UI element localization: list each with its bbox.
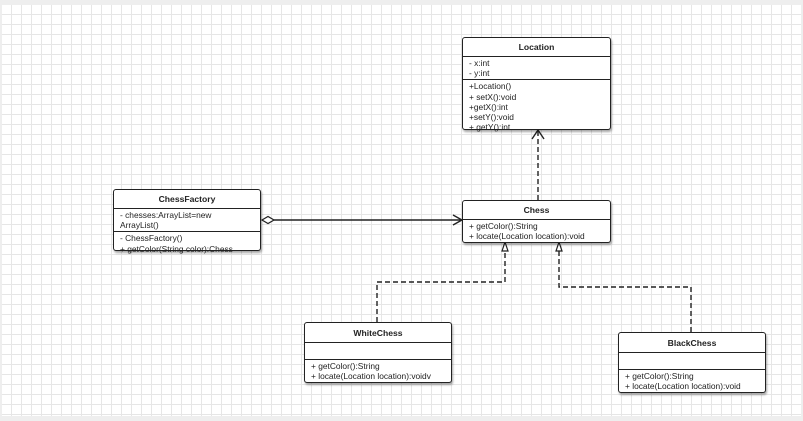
class-black-chess[interactable]: BlackChess + getColor():String + locate(… [618, 332, 766, 393]
aggregation-diamond [260, 215, 276, 225]
method: +Location() [469, 81, 512, 92]
class-chess-factory[interactable]: ChessFactory - chesses:ArrayList=new Arr… [113, 189, 261, 254]
dependency-arrowhead [531, 128, 545, 140]
attribute: - x:int [469, 58, 490, 68]
method: + getColor():String [625, 371, 694, 381]
class-name: Location [463, 38, 610, 57]
method: - ChessFactory() [120, 233, 183, 244]
method: + setX():void [469, 91, 517, 102]
method: + locate(Location location):void [625, 381, 741, 392]
method: + getColor():String [469, 221, 538, 231]
class-name: ChessFactory [114, 190, 260, 209]
method: + locate(Location location):void [469, 231, 585, 242]
class-location[interactable]: Location - x:int - y:int +Location() + s… [462, 37, 611, 133]
method: + getColor(String color):Chess [120, 243, 233, 254]
attributes-section: - x:int - y:int [463, 57, 610, 81]
class-name: Chess [463, 201, 610, 220]
methods-section: +Location() + setX():void +getX():int +s… [463, 80, 610, 133]
attribute: - chesses:ArrayList=new [120, 210, 212, 220]
method: + getY():int [469, 122, 511, 133]
method: +getX():int [469, 101, 508, 112]
realization-line-white [376, 251, 506, 322]
attribute: - y:int [469, 68, 490, 79]
class-name: WhiteChess [305, 323, 451, 343]
attribute: ArrayList() [120, 220, 159, 231]
methods-section: + getColor():String + locate(Location lo… [305, 360, 451, 382]
attributes-section [619, 353, 765, 370]
realization-line-black [558, 251, 692, 332]
method: +setY():void [469, 112, 514, 123]
attributes-section: - chesses:ArrayList=new ArrayList() [114, 209, 260, 233]
class-white-chess[interactable]: WhiteChess + getColor():String + locate(… [304, 322, 452, 383]
realization-triangle-black [555, 240, 563, 252]
realization-triangle-white [501, 240, 509, 252]
method: + getColor():String [311, 361, 380, 371]
method: + locate(Location location):voidv [311, 371, 431, 382]
methods-section: - ChessFactory() + getColor(String color… [114, 232, 260, 254]
class-name: BlackChess [619, 333, 765, 353]
attributes-section [305, 343, 451, 360]
methods-section: + getColor():String + locate(Location lo… [463, 220, 610, 242]
class-chess[interactable]: Chess + getColor():String + locate(Locat… [462, 200, 611, 243]
diagram-canvas [2, 5, 801, 416]
methods-section: + getColor():String + locate(Location lo… [619, 370, 765, 392]
